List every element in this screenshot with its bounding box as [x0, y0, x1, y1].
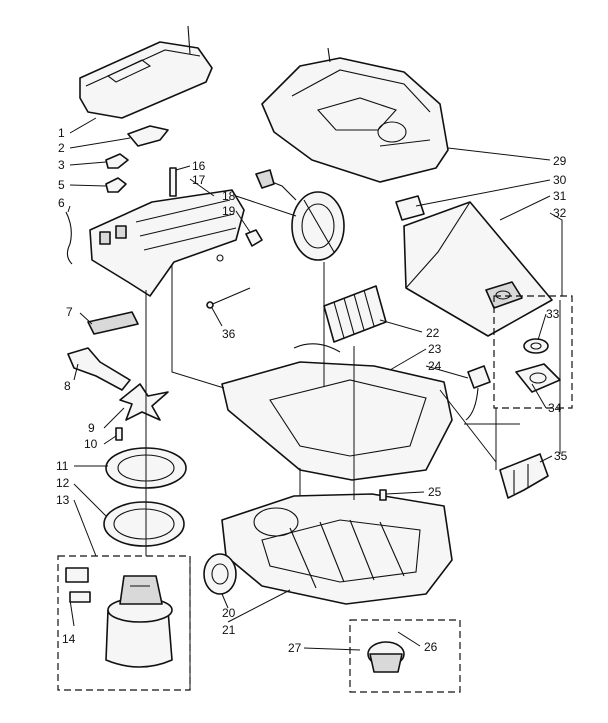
- callout-30: 30: [553, 173, 567, 187]
- part-plate-8: [67, 347, 131, 391]
- callout-29: 29: [553, 154, 567, 168]
- callout-22: 22: [426, 326, 440, 340]
- part-caster-26: [367, 641, 405, 673]
- callout-7: 7: [66, 305, 73, 319]
- part-switch-housing: [89, 189, 245, 297]
- callout-16: 16: [192, 159, 206, 173]
- part-grill-22: [323, 285, 387, 343]
- callout-25: 25: [428, 485, 442, 499]
- callout-19: 19: [222, 204, 236, 218]
- callout-2: 2: [58, 141, 65, 155]
- callout-26: 26: [424, 640, 438, 654]
- callout-14: 14: [62, 632, 76, 646]
- callout-leaders: [67, 117, 563, 651]
- part-latch-30: [395, 195, 425, 221]
- part-frame-23: [221, 343, 453, 481]
- callout-32: 32: [553, 206, 567, 220]
- callout-12: 12: [56, 476, 70, 490]
- callout-23: 23: [428, 342, 442, 356]
- part-gasket-12: [103, 501, 185, 547]
- callout-9: 9: [88, 421, 95, 435]
- callout-1: 1: [58, 126, 65, 140]
- part-base-21: [221, 493, 453, 605]
- part-plug-19: [245, 229, 263, 247]
- part-rod-36: [206, 287, 251, 309]
- part-pin-16: [169, 167, 177, 197]
- part-cord-reel: [255, 169, 345, 261]
- part-screw-10: [115, 427, 123, 441]
- callout-35: 35: [554, 449, 568, 463]
- callout-27: 27: [288, 641, 302, 655]
- part-filter-7: [87, 311, 139, 335]
- part-screw-25: [379, 489, 387, 501]
- part-bracket-35: [499, 453, 549, 499]
- part-wire-6: [65, 211, 73, 265]
- callout-24: 24: [428, 359, 442, 373]
- part-seal-33: [523, 338, 549, 354]
- callout-36: 36: [222, 327, 236, 341]
- part-bag-31: [403, 201, 553, 337]
- callout-8: 8: [64, 379, 71, 393]
- part-switch-5: [105, 177, 127, 193]
- callout-11: 11: [56, 459, 69, 473]
- callout-31: 31: [553, 189, 567, 203]
- callout-21: 21: [222, 623, 236, 637]
- callout-17: 17: [192, 173, 206, 187]
- part-bracket-2: [127, 125, 169, 147]
- part-wheel-20: [203, 553, 237, 595]
- part-fan-9: [119, 383, 169, 421]
- callout-6: 6: [58, 196, 65, 210]
- part-collar-34: [515, 363, 561, 393]
- callout-34: 34: [548, 401, 562, 415]
- bag-holder-box: [493, 295, 573, 409]
- part-switch-24: [465, 365, 491, 421]
- part-brushes-14: [65, 567, 91, 603]
- callout-18: 18: [222, 189, 236, 203]
- callout-10: 10: [84, 437, 98, 451]
- callout-5: 5: [58, 178, 65, 192]
- callout-labels: 1 2 3 5 6 7 8 9 10 11 12 13 14 16 17 18 …: [56, 126, 568, 655]
- assembly-guide-lines: [145, 262, 561, 690]
- caster-box: [349, 619, 461, 693]
- callout-13: 13: [56, 493, 70, 507]
- part-switch-3: [105, 153, 129, 169]
- part-hood-29: [261, 47, 449, 183]
- callout-20: 20: [222, 606, 236, 620]
- part-motor: [105, 575, 173, 668]
- callout-3: 3: [58, 158, 65, 172]
- part-top-cover: [79, 25, 213, 119]
- callout-33: 33: [546, 307, 560, 321]
